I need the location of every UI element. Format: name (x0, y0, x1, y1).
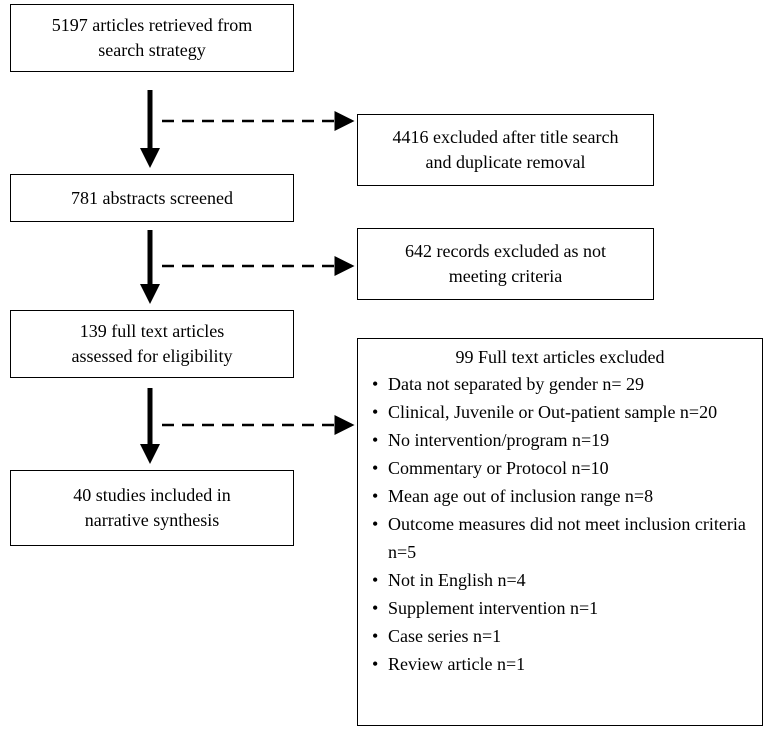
exclusion-item: Review article n=1 (372, 650, 756, 678)
excluded-criteria-line-1: 642 records excluded as not (405, 241, 606, 261)
exclusion-item: No intervention/program n=19 (372, 426, 756, 454)
retrieved-box: 5197 articles retrieved from search stra… (10, 4, 294, 72)
excluded-title-line-2: and duplicate removal (425, 152, 586, 172)
exclusion-list: Data not separated by gender n= 29 Clini… (358, 370, 762, 678)
exclusion-item: Case series n=1 (372, 622, 756, 650)
exclusion-item: Clinical, Juvenile or Out-patient sample… (372, 398, 756, 426)
included-box: 40 studies included in narrative synthes… (10, 470, 294, 546)
excluded-title-line-1: 4416 excluded after title search (392, 127, 619, 147)
full-text-exclusions-box: 99 Full text articles excluded Data not … (357, 338, 763, 726)
full-text-box: 139 full text articles assessed for elig… (10, 310, 294, 378)
included-line-1: 40 studies included in (73, 485, 231, 505)
included-line-2: narrative synthesis (84, 510, 220, 530)
exclusion-item: Not in English n=4 (372, 566, 756, 594)
retrieved-line-1: 5197 articles retrieved from (51, 15, 253, 35)
exclusion-item: Commentary or Protocol n=10 (372, 454, 756, 482)
excluded-criteria-line-2: meeting criteria (448, 266, 563, 286)
excluded-criteria-box: 642 records excluded as not meeting crit… (357, 228, 654, 300)
exclusion-item: Mean age out of inclusion range n=8 (372, 482, 756, 510)
full-text-line-1: 139 full text articles (79, 321, 225, 341)
full-text-line-2: assessed for eligibility (71, 346, 233, 366)
abstracts-line-1: 781 abstracts screened (71, 187, 233, 208)
retrieved-line-2: search strategy (98, 40, 206, 60)
exclusion-item: Supplement intervention n=1 (372, 594, 756, 622)
abstracts-box: 781 abstracts screened (10, 174, 294, 222)
exclusions-title: 99 Full text articles excluded (455, 347, 665, 367)
excluded-title-box: 4416 excluded after title search and dup… (357, 114, 654, 186)
exclusion-item: Data not separated by gender n= 29 (372, 370, 756, 398)
exclusion-item: Outcome measures did not meet inclusion … (372, 510, 756, 566)
